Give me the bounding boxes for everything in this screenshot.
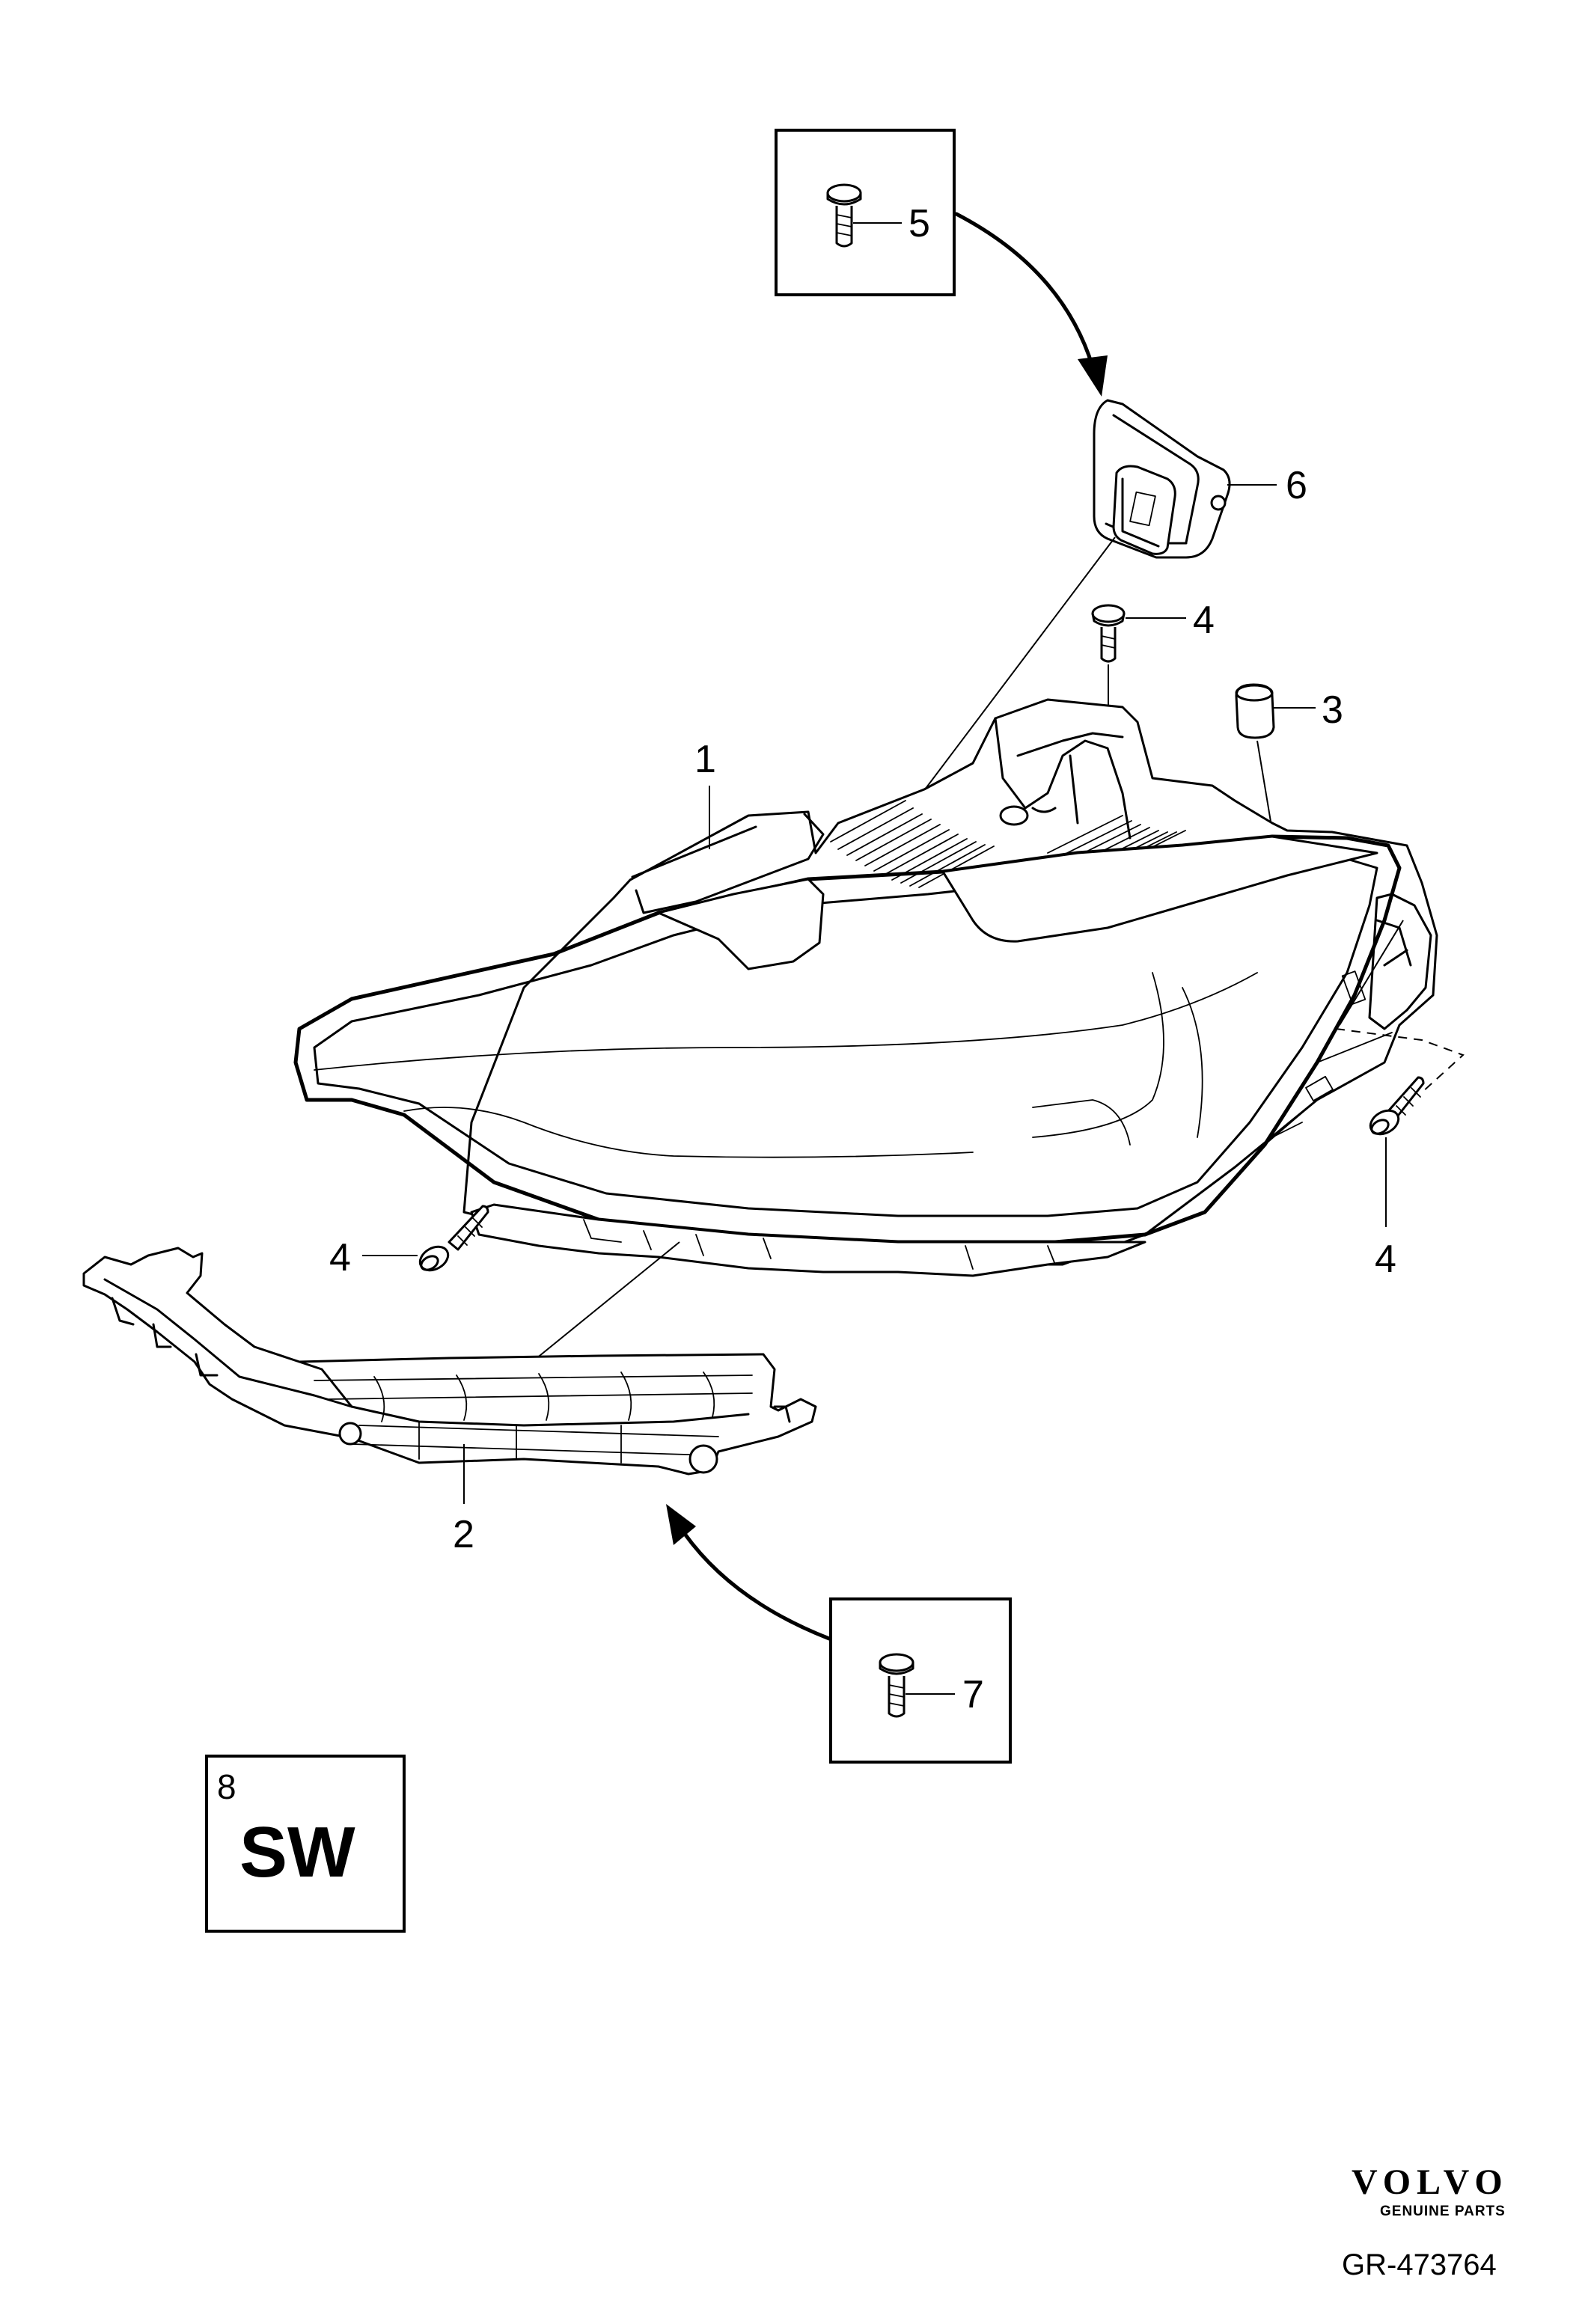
diagram-reference: GR-473764 [1342,2248,1497,2281]
callout-1: 1 [694,738,716,781]
screw-4-top-icon [1091,604,1126,663]
callout-7: 7 [962,1673,984,1716]
leader-6-to-lamp [924,536,1116,790]
brand-tagline: GENUINE PARTS [1380,2204,1506,2219]
inset-box-5: 5 [775,129,956,296]
inset-box-7: 7 [829,1597,1012,1764]
control-module-6: 6 [1093,399,1307,559]
callout-4-left: 4 [329,1236,351,1279]
arrow-7-to-2 [666,1504,831,1641]
brand-name: VOLVO [1352,2162,1509,2202]
headlamp-assembly-1: 1 [293,698,1438,1277]
callout-6: 6 [1286,464,1307,507]
arrow-5-to-6 [954,212,1108,397]
callout-4-top: 4 [1193,599,1215,642]
callout-3: 3 [1322,688,1343,732]
software-label: SW [239,1812,355,1892]
screw-5-icon [826,183,862,248]
software-box-8: 8 SW [205,1755,406,1933]
bracket-2 [82,1247,817,1476]
callout-8: 8 [217,1767,236,1806]
screw-7-icon [879,1653,914,1718]
volvo-logo: VOLVO GENUINE PARTS [1352,2162,1509,2219]
cap-3: 3 [1235,683,1343,831]
callout-2: 2 [453,1513,474,1556]
leader-2-to-lamp [527,1241,680,1366]
dashed-guide-right [1335,1028,1465,1093]
callout-5: 5 [909,202,930,245]
screw-4-right-icon [1369,1076,1425,1136]
screw-4-left-icon [418,1205,489,1272]
callout-4-right: 4 [1375,1238,1396,1281]
